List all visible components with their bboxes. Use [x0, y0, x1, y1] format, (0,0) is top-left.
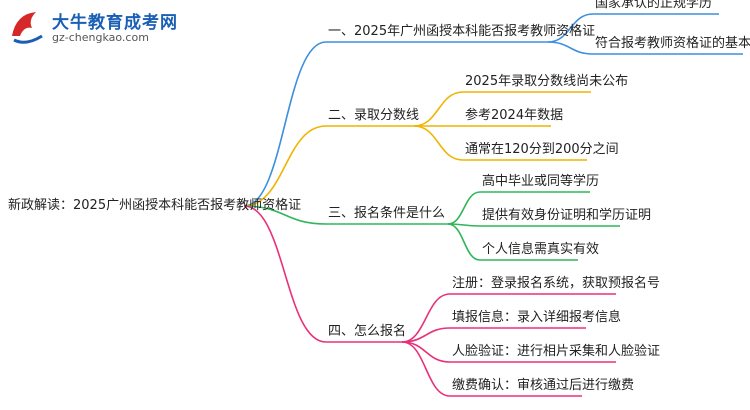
branch-label: 四、怎么报名	[328, 324, 407, 339]
leaf-edge	[401, 341, 451, 397]
leaf-edge	[447, 223, 481, 261]
leaf-edge	[413, 91, 464, 127]
leaf-edge	[547, 13, 594, 43]
leaf-label: 通常在120分到200分之间	[465, 142, 619, 157]
branch-edge	[243, 125, 327, 207]
leaf-label: 高中毕业或同等学历	[482, 174, 600, 189]
leaf-label: 注册：登录报名系统，获取预报名号	[452, 276, 661, 291]
leaf-label: 提供有效身份证明和学历证明	[482, 208, 652, 223]
leaf-edge	[547, 41, 594, 55]
branch-edge	[243, 205, 327, 225]
niu-logo-icon	[12, 12, 43, 44]
branch-edge	[243, 205, 327, 343]
root-node-label: 新政解读：2025广州函授本科能否报考教师资格证	[8, 198, 302, 213]
branch-edge	[243, 41, 327, 207]
leaf-edge	[401, 293, 451, 343]
leaf-edge	[401, 341, 451, 363]
branch-label: 三、报名条件是什么	[328, 206, 446, 221]
leaf-label: 个人信息需真实有效	[482, 242, 600, 257]
branch-label: 一、2025年广州函授本科能否报考教师资格证	[328, 24, 596, 39]
site-logo[interactable]: 大牛教育成考网 gz-chengkao.com	[6, 4, 186, 52]
leaf-edge	[447, 191, 481, 225]
leaf-label: 符合报考教师资格证的基本条件	[595, 36, 750, 51]
leaf-label: 缴费确认：审核通过后进行缴费	[452, 378, 635, 393]
leaf-label: 参考2024年数据	[465, 108, 564, 123]
logo-title: 大牛教育成考网	[52, 13, 178, 33]
branch-label: 二、录取分数线	[328, 108, 420, 123]
leaf-edge	[413, 125, 464, 161]
logo-url: gz-chengkao.com	[52, 31, 149, 44]
leaf-label: 人脸验证：进行相片采集和人脸验证	[452, 344, 661, 359]
leaf-label: 填报信息：录入详细报考信息	[452, 310, 622, 325]
leaf-label: 国家承认的正规学历	[595, 0, 713, 11]
leaf-label: 2025年录取分数线尚未公布	[465, 74, 629, 89]
